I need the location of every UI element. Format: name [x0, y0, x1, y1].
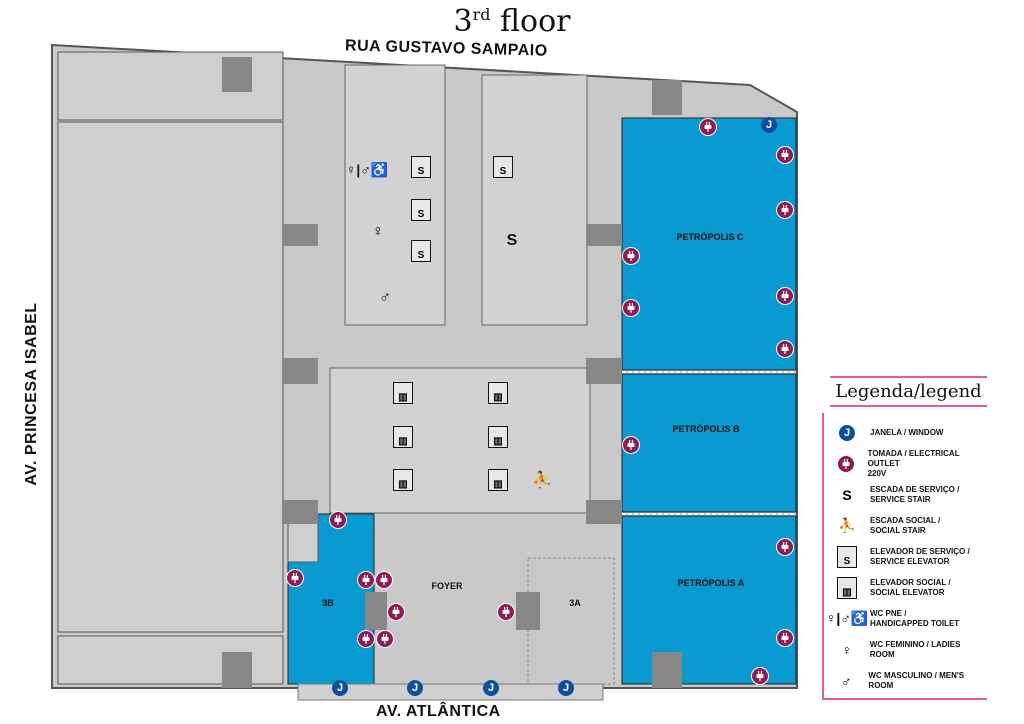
outlet-icon	[375, 571, 393, 589]
outlet-icon	[836, 454, 855, 473]
window-icon: J	[761, 117, 777, 133]
window-bay	[297, 683, 604, 701]
outlet-icon	[376, 630, 394, 648]
outlet-icon	[357, 571, 375, 589]
social-elevator-icon: ▥	[488, 382, 508, 404]
legend-label-2: SOCIAL STAIR	[870, 525, 926, 535]
service-core	[481, 74, 588, 326]
legend-item-window: J JANELA / WINDOW	[824, 417, 987, 448]
legend-label: ESCADA DE SERVIÇO /	[870, 484, 960, 494]
legend-label: WC FEMININO / LADIES ROOM	[869, 639, 961, 659]
room-petropolis-b	[621, 373, 797, 513]
outlet-icon	[776, 146, 794, 164]
label-foyer: FOYER	[431, 581, 463, 591]
ladies-room-icon: ♀	[841, 641, 853, 658]
legend-label: ELEVADOR DE SERVIÇO /	[870, 546, 970, 556]
west-wing	[57, 121, 284, 633]
label-3a: 3A	[569, 598, 581, 608]
street-south: AV. ATLÂNTICA	[376, 703, 501, 720]
service-elevator-icon: S	[411, 156, 431, 178]
social-elevator-icon: ▥	[488, 469, 508, 491]
social-stair-icon: ⛹	[838, 517, 856, 533]
label-petropolis-b: PETRÓPOLIS B	[672, 424, 740, 434]
service-elevator-icon: S	[411, 199, 431, 221]
legend-label: WC PNE /	[870, 608, 907, 618]
legend-item-handicapped-toilet: ♀|♂♿WC PNE /HANDICAPPED TOILET	[824, 603, 987, 634]
outlet-icon	[357, 630, 375, 648]
legend-label: TOMADA / ELECTRICAL OUTLET	[867, 448, 960, 468]
ladies-room-icon: ♀	[372, 223, 384, 240]
outlet-icon	[387, 603, 405, 621]
elevator-core	[329, 367, 591, 514]
outlet-icon	[286, 569, 304, 587]
legend-label-2: HANDICAPPED TOILET	[870, 618, 960, 628]
window-icon: J	[483, 680, 499, 696]
outlet-icon	[497, 603, 515, 621]
legend-label: WC MASCULINO / MEN'S ROOM	[868, 670, 965, 690]
legend-label-2: SERVICE STAIR	[870, 494, 931, 504]
room-petropolis-a	[621, 515, 797, 685]
floor-title: 3rd floor	[0, 4, 1024, 39]
outlet-icon	[776, 287, 794, 305]
social-elevator-icon: ▥	[393, 382, 413, 404]
outlet-icon	[622, 247, 640, 265]
outlet-icon	[776, 201, 794, 219]
social-stair-icon: ⛹	[532, 472, 552, 489]
legend-label-2: 220V	[867, 468, 887, 478]
window-icon: J	[407, 680, 423, 696]
social-elevator-icon: ▥	[393, 426, 413, 448]
mens-room-icon: ♂	[840, 672, 852, 689]
legend-item-mens-room: ♂ WC MASCULINO / MEN'S ROOM	[824, 665, 987, 696]
window-icon: J	[332, 680, 348, 696]
legend-label: ELEVADOR SOCIAL /	[870, 577, 951, 587]
outlet-icon	[622, 436, 640, 454]
room-petropolis-c	[621, 117, 797, 371]
mens-room-icon: ♂	[379, 289, 391, 306]
handicapped-toilet-icon: ♀|♂♿	[825, 610, 869, 626]
legend-list: J JANELA / WINDOW TOMADA / ELECTRICAL OUT…	[822, 413, 987, 700]
outlet-icon	[622, 299, 640, 317]
social-elevator-icon: ▥	[488, 426, 508, 448]
label-3b: 3B	[322, 598, 334, 608]
service-stair-icon: S	[506, 232, 518, 249]
legend-item-service-elevator: S ELEVADOR DE SERVIÇO /SERVICE ELEVATOR	[824, 541, 987, 572]
service-elevator-icon: S	[493, 156, 513, 178]
column	[652, 652, 682, 688]
legend-item-social-elevator: ▥ ELEVADOR SOCIAL /SOCIAL ELEVATOR	[824, 572, 987, 603]
outlet-icon	[776, 629, 794, 647]
title-suffix: rd	[472, 5, 491, 24]
legend: Legenda/legend J JANELA / WINDOW TOMADA /…	[822, 376, 987, 700]
outlet-icon	[776, 340, 794, 358]
outlet-icon	[776, 538, 794, 556]
title-number: 3	[453, 4, 473, 39]
outlet-icon	[751, 667, 769, 685]
service-elevator-icon: S	[837, 545, 857, 568]
legend-label: JANELA / WINDOW	[870, 427, 944, 437]
window-icon: J	[558, 680, 574, 696]
social-elevator-icon: ▥	[393, 469, 413, 491]
legend-label: ESCADA SOCIAL /	[870, 515, 941, 525]
legend-title: Legenda/legend	[830, 376, 987, 407]
legend-label-2: SERVICE ELEVATOR	[870, 556, 950, 566]
legend-item-social-stair: ⛹ ESCADA SOCIAL /SOCIAL STAIR	[824, 510, 987, 541]
title-text: floor	[490, 4, 571, 39]
label-petropolis-a: PETRÓPOLIS A	[677, 578, 745, 588]
outlet-icon	[329, 511, 347, 529]
social-elevator-icon: ▥	[837, 576, 857, 599]
label-petropolis-c: PETRÓPOLIS C	[676, 232, 744, 242]
legend-item-service-stair: S ESCADA DE SERVIÇO /SERVICE STAIR	[824, 479, 987, 510]
service-stair-icon: S	[842, 486, 852, 503]
room-3a	[527, 557, 615, 685]
legend-item-ladies-room: ♀ WC FEMININO / LADIES ROOM	[824, 634, 987, 665]
service-elevator-icon: S	[411, 240, 431, 262]
handicapped-toilet-icon: ♀|♂♿	[345, 161, 389, 178]
window-icon: J	[839, 424, 855, 441]
legend-label-2: SOCIAL ELEVATOR	[870, 587, 945, 597]
restroom-block	[344, 64, 446, 326]
outlet-icon	[699, 118, 717, 136]
